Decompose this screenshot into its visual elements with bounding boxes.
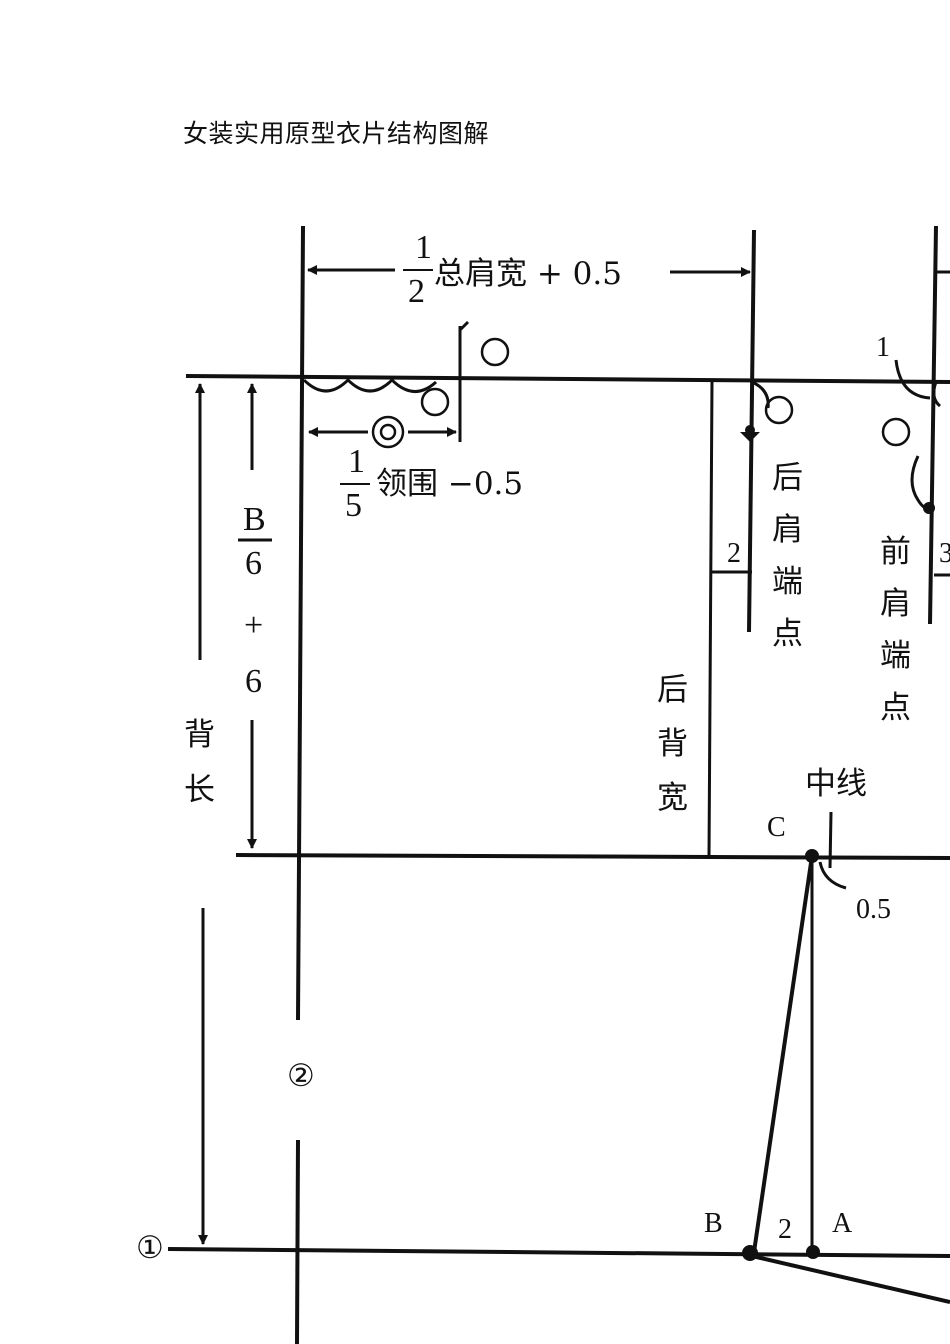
double-circle-inner xyxy=(379,423,397,441)
front-3-label: 3 xyxy=(939,538,950,569)
neck-frac-num: 1 xyxy=(348,443,365,480)
neck-point-circle-lower xyxy=(420,387,450,417)
bust-den: 6 xyxy=(245,545,262,582)
circle-2-label: ② xyxy=(287,1058,315,1094)
back-width-line xyxy=(707,380,714,857)
neck-curve xyxy=(302,377,438,393)
front-lower-curve xyxy=(910,455,933,512)
bust-num: B xyxy=(243,501,266,538)
neck-frac-den: 5 xyxy=(345,487,362,524)
front-shoulder-point xyxy=(923,502,935,514)
front-shoulder-label-2: 肩 xyxy=(880,586,911,622)
bottom-line xyxy=(167,1247,950,1258)
back-width-2-label: 2 xyxy=(727,538,741,569)
back-length-label-2: 长 xyxy=(184,772,215,808)
front-shoulder-circle xyxy=(881,417,911,447)
chest-line xyxy=(235,853,950,860)
hem-slope-line xyxy=(751,1254,950,1304)
back-shoulder-curve xyxy=(751,380,770,409)
line-c-b xyxy=(752,855,814,1253)
back-shoulder-circle xyxy=(764,395,794,425)
point-a-label: A xyxy=(832,1208,853,1239)
back-shoulder-dot xyxy=(740,432,760,442)
point-c-label: C xyxy=(767,812,786,843)
point-b-label: B xyxy=(704,1208,723,1239)
ab-distance-label: 2 xyxy=(778,1214,792,1245)
front-shoulder-label-3: 端 xyxy=(880,638,911,674)
back-width-label-3: 宽 xyxy=(657,780,688,816)
center-line-label: 中线 xyxy=(805,766,867,802)
back-shoulder-label-2: 肩 xyxy=(772,512,803,548)
back-width-label-2: 背 xyxy=(657,726,688,762)
double-circle-outer xyxy=(371,415,405,449)
back-shoulder-label-3: 端 xyxy=(772,564,803,600)
circle-1-label: ① xyxy=(136,1230,164,1266)
front-1-label: 1 xyxy=(876,332,890,363)
back-length-label-1: 背 xyxy=(184,717,215,753)
page-title: 女装实用原型衣片结构图解 xyxy=(183,119,490,148)
front-shoulder-vertical xyxy=(928,225,938,625)
neck-point-circle-upper xyxy=(480,337,510,367)
shoulder-width-label: 总肩宽 + 0.5 xyxy=(434,256,622,292)
back-width-label-1: 后 xyxy=(657,672,688,708)
front-shoulder-label-1: 前 xyxy=(880,534,911,570)
neck-flag xyxy=(458,320,470,332)
back-shoulder-point xyxy=(745,425,755,435)
bust-six: 6 xyxy=(245,663,262,700)
front-1-curve xyxy=(894,359,931,400)
shoulder-frac-den: 2 xyxy=(408,273,425,310)
front-curve-right xyxy=(932,381,942,408)
point-a-dot xyxy=(806,1245,820,1259)
center-back-line-lower xyxy=(295,1139,300,1344)
neck-width-label: 领围 −0.5 xyxy=(376,466,523,502)
bust-plus: + xyxy=(244,607,263,644)
front-shoulder-label-4: 点 xyxy=(880,690,911,726)
center-back-line-upper xyxy=(296,225,305,1021)
back-shoulder-label-4: 点 xyxy=(772,616,803,652)
top-line xyxy=(185,374,950,384)
offset-05-label: 0.5 xyxy=(856,894,891,925)
back-shoulder-label-1: 后 xyxy=(772,460,803,496)
center-line-tick xyxy=(828,811,833,869)
c-offset-curve xyxy=(818,861,847,890)
shoulder-frac-num: 1 xyxy=(415,229,432,266)
